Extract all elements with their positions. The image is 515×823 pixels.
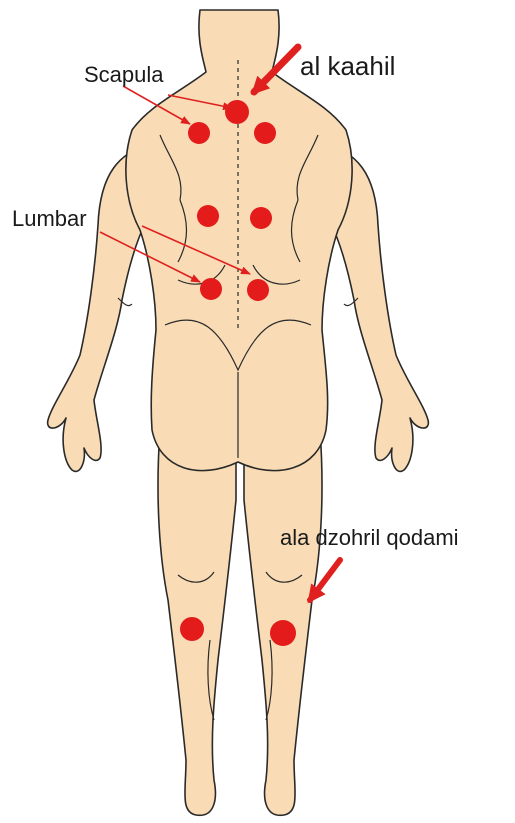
- scapula-point-right: [254, 122, 276, 144]
- al-kaahil-label: al kaahil: [300, 51, 395, 81]
- lumbar-label: Lumbar: [12, 206, 87, 231]
- lumbar-point-left: [200, 278, 222, 300]
- calf-point-right: [270, 620, 296, 646]
- al-kaahil-point: [225, 100, 249, 124]
- ala-dzohril-qodami-label: ala dzohril qodami: [280, 525, 459, 550]
- mid-back-point-left: [197, 205, 219, 227]
- scapula-point-left: [188, 122, 210, 144]
- mid-back-point-right: [250, 207, 272, 229]
- lumbar-point-right: [247, 279, 269, 301]
- scapula-label: Scapula: [84, 62, 164, 87]
- calf-point-left: [180, 617, 204, 641]
